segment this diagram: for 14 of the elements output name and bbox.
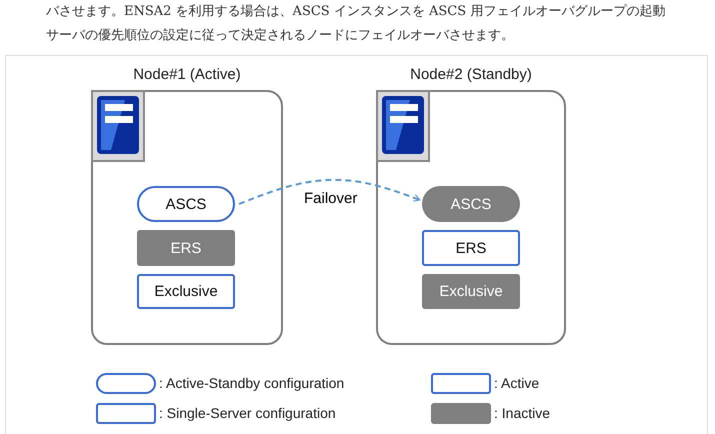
active-box: Exclusive — [137, 274, 235, 309]
active-box: ERS — [422, 230, 520, 266]
inactive-box: ERS — [137, 230, 235, 266]
legend-label: : Inactive — [494, 405, 550, 421]
inactive-box: Exclusive — [422, 274, 520, 309]
legend-label: : Single-Server configuration — [159, 405, 336, 421]
node-heading: Node#1 (Active) — [132, 66, 242, 83]
inactive-pill: ASCS — [422, 186, 520, 222]
node-heading: Node#2 (Standby) — [409, 66, 533, 83]
body-text: サーバの優先順位の設定に従って決定されるノードにフェイルオーバさせます。 — [46, 27, 514, 44]
body-text: バさせます。ENSA2 を利用する場合は、ASCS インスタンスを ASCS 用フェイルオーバグループの起動 — [46, 3, 666, 20]
active-standby-pill: ASCS — [137, 186, 235, 222]
legend-label: : Active — [494, 375, 540, 391]
legend-label: : Active-Standby configuration — [159, 375, 344, 391]
